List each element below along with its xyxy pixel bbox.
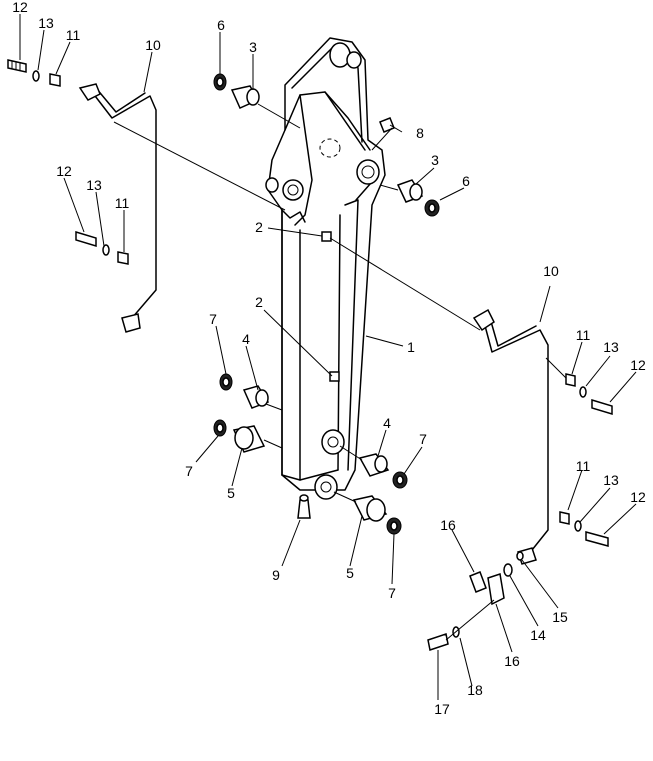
pins-lower xyxy=(213,373,408,535)
arm-body xyxy=(265,37,386,500)
callout-1: 1 xyxy=(407,339,415,355)
callout-9: 9 xyxy=(272,567,280,583)
callout-12: 12 xyxy=(630,357,646,373)
callout-7: 7 xyxy=(419,431,427,447)
hardware-top-left xyxy=(7,59,61,87)
callout-3: 3 xyxy=(431,152,439,168)
callout-12: 12 xyxy=(56,163,72,179)
hardware-mid-left xyxy=(75,230,129,265)
callout-13: 13 xyxy=(86,177,102,193)
callout-2: 2 xyxy=(255,294,263,310)
callout-12: 12 xyxy=(630,489,646,505)
callout-5: 5 xyxy=(227,485,235,501)
callout-17: 17 xyxy=(434,701,450,717)
hardware-right-upper xyxy=(565,373,613,416)
callout-11: 11 xyxy=(576,458,591,474)
callout-4: 4 xyxy=(383,415,391,431)
callout-15: 15 xyxy=(552,609,568,625)
callout-5: 5 xyxy=(346,565,354,581)
callout-13: 13 xyxy=(603,472,619,488)
callout-10: 10 xyxy=(145,37,161,53)
adapter-lower-right xyxy=(427,551,524,651)
grease-pipe-left xyxy=(78,83,157,333)
callout-12: 12 xyxy=(12,0,28,15)
callout-11: 11 xyxy=(576,327,591,343)
callout-11: 11 xyxy=(115,195,130,211)
callout-18: 18 xyxy=(467,682,483,698)
callout-3: 3 xyxy=(249,39,257,55)
callout-16: 16 xyxy=(504,653,520,669)
callout-16: 16 xyxy=(440,517,456,533)
callout-labels: 1 2 2 3 3 4 4 5 5 6 6 7 7 7 7 8 9 10 10 … xyxy=(12,0,646,717)
callout-14: 14 xyxy=(530,627,546,643)
leader-lines xyxy=(19,14,637,700)
grease-pipe-right xyxy=(472,308,549,565)
callout-11: 11 xyxy=(66,27,81,43)
callout-7: 7 xyxy=(185,463,193,479)
callout-6: 6 xyxy=(462,173,470,189)
hardware-right-lower xyxy=(559,511,609,547)
callout-4: 4 xyxy=(242,331,250,347)
callout-2: 2 xyxy=(255,219,263,235)
callout-8: 8 xyxy=(416,125,424,141)
callout-13: 13 xyxy=(38,15,54,31)
callout-13: 13 xyxy=(603,339,619,355)
callout-6: 6 xyxy=(217,17,225,33)
pins-upper xyxy=(213,73,440,217)
callout-7: 7 xyxy=(209,311,217,327)
assembly-lines xyxy=(113,103,567,641)
callout-10: 10 xyxy=(543,263,559,279)
callout-7: 7 xyxy=(388,585,396,601)
